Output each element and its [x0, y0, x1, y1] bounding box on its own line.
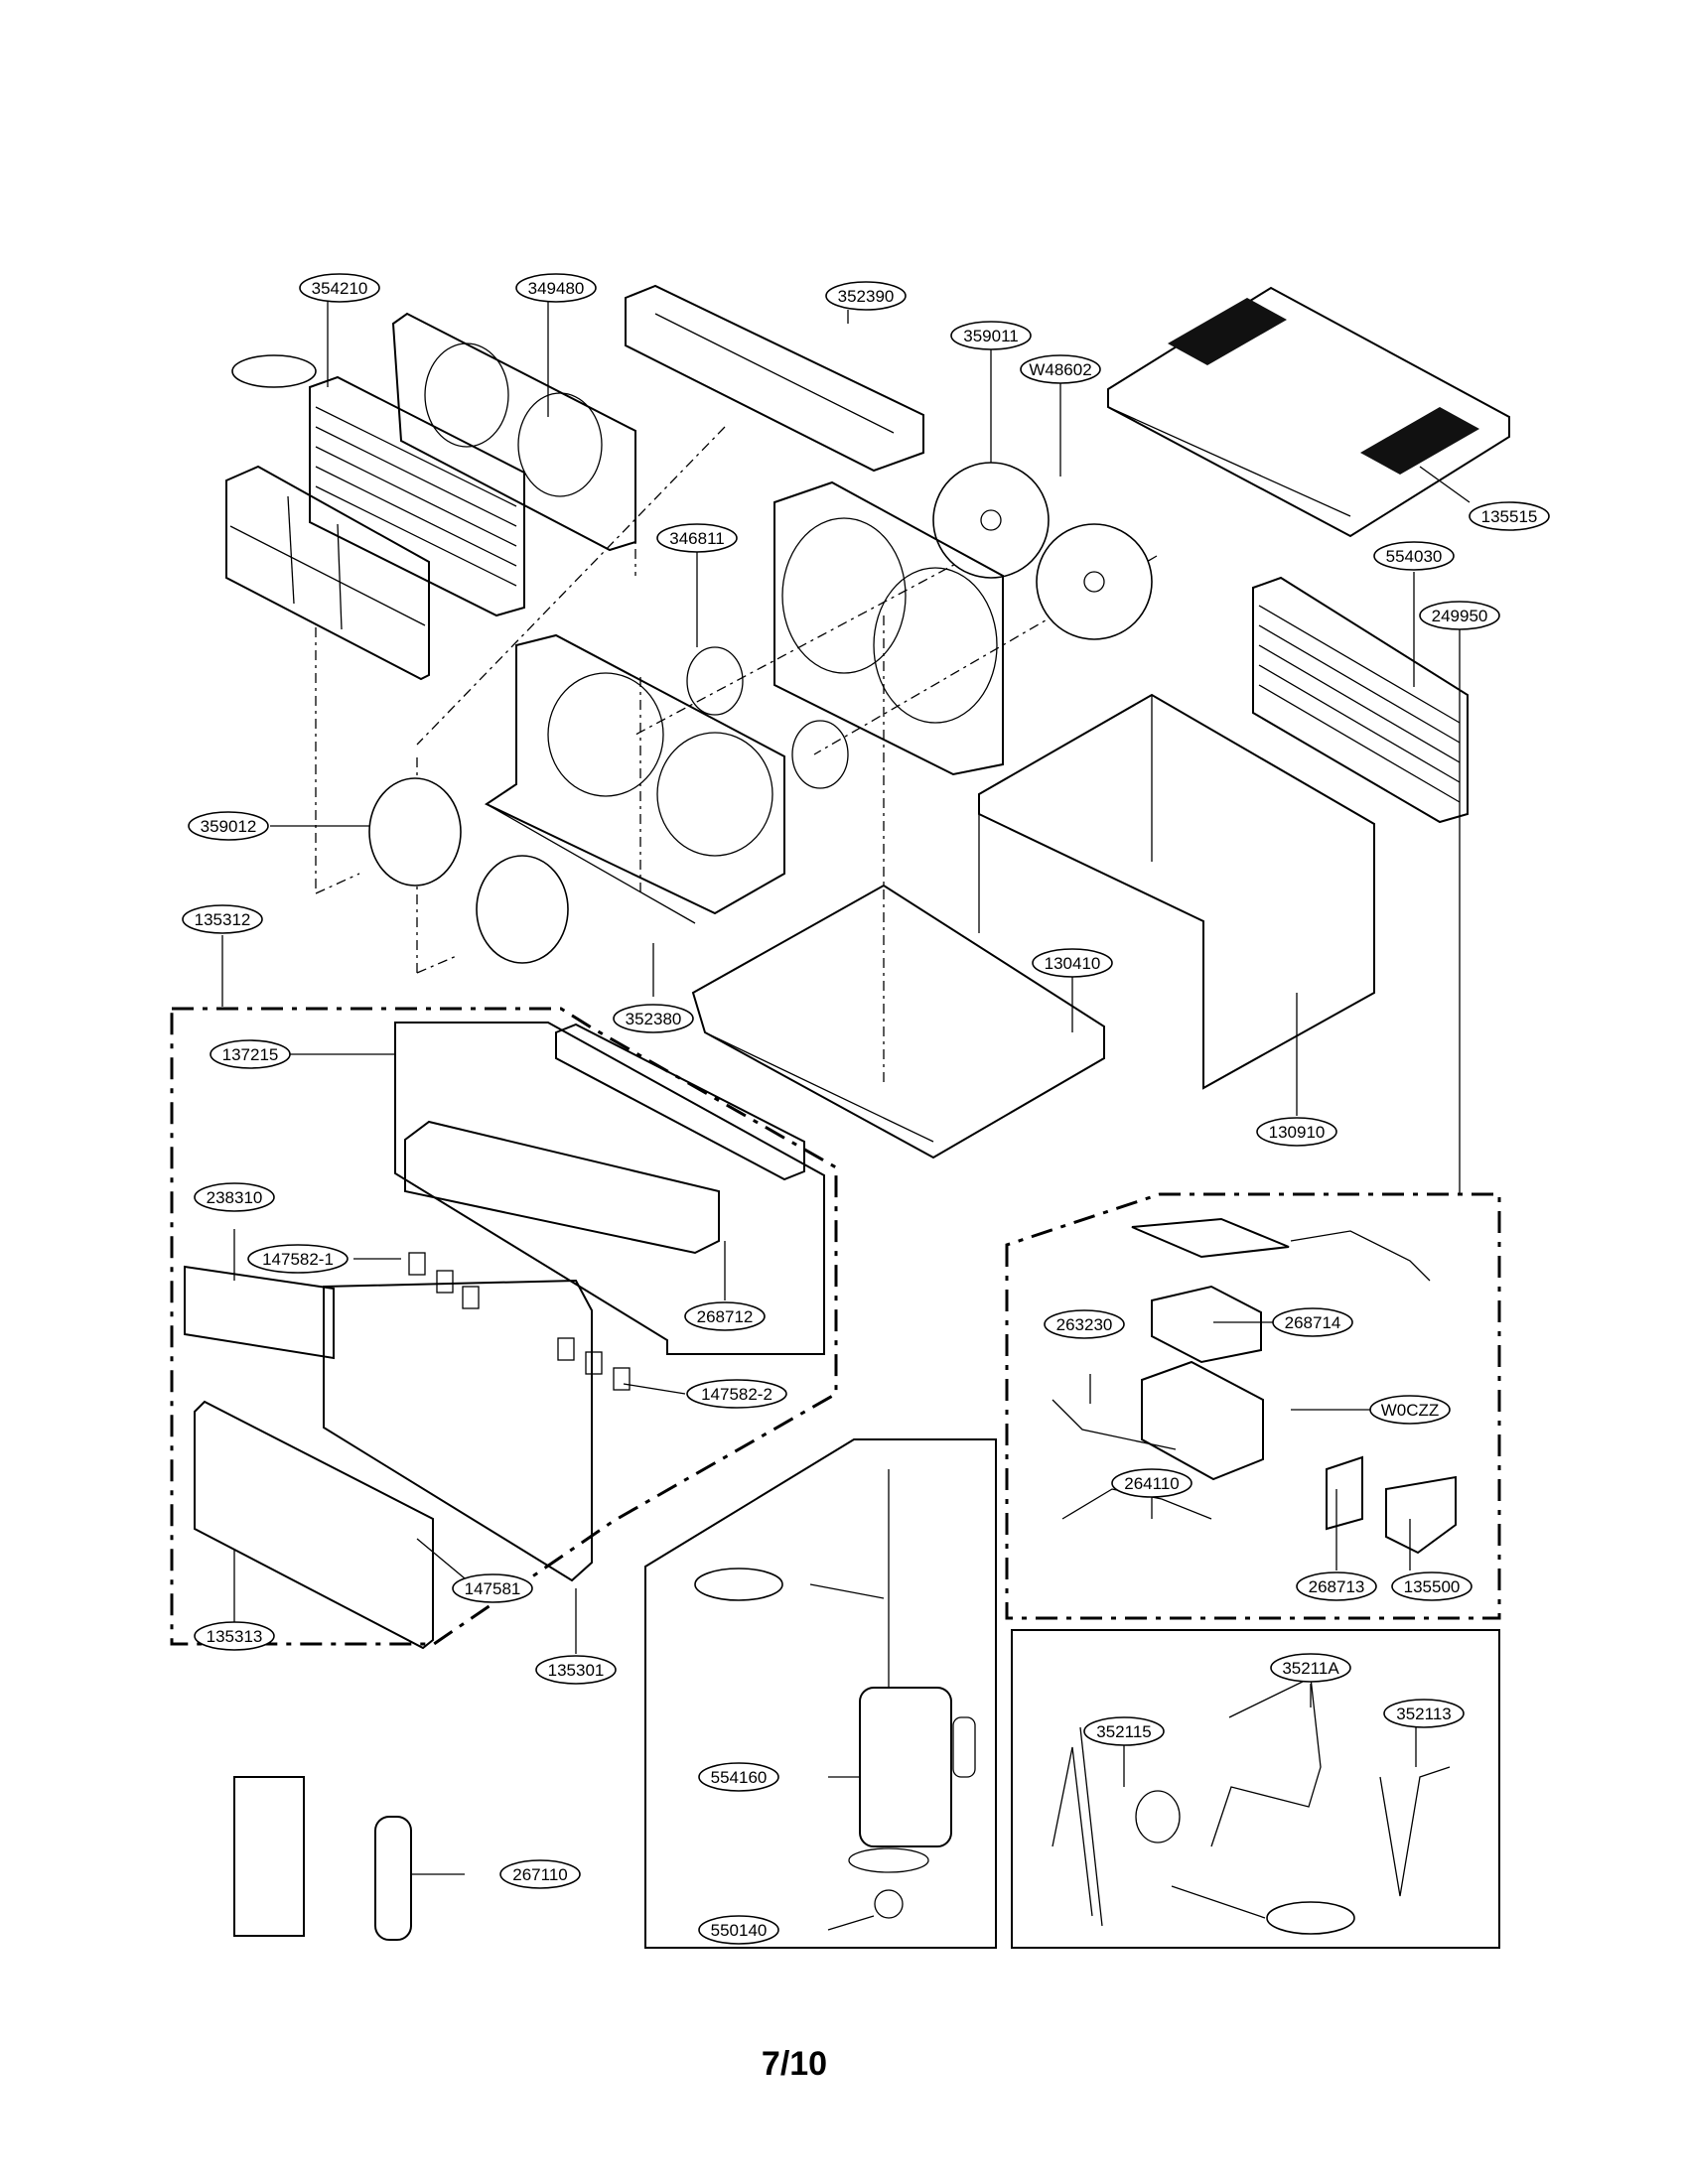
part-label: 349480: [515, 273, 597, 303]
part-label: 147581: [452, 1573, 533, 1603]
svg-text:346811: 346811: [669, 529, 724, 548]
svg-text:135313: 135313: [207, 1627, 263, 1646]
svg-text:238310: 238310: [207, 1188, 263, 1207]
parts-drawing: [184, 284, 1510, 1941]
part-label: 268712: [684, 1301, 766, 1331]
part-label: 268713: [1296, 1571, 1377, 1601]
part-label: 354210: [299, 273, 380, 303]
part-label: 135312: [182, 904, 263, 934]
part-label: 554160: [698, 1762, 779, 1792]
part-label: 554030: [1373, 541, 1455, 571]
svg-text:267110: 267110: [512, 1865, 567, 1884]
blank-label: [1266, 1901, 1355, 1935]
svg-text:135312: 135312: [195, 910, 251, 929]
svg-text:268712: 268712: [697, 1307, 754, 1326]
leader-lines: [221, 302, 1471, 1931]
svg-text:249950: 249950: [1432, 607, 1488, 625]
svg-text:147582-1: 147582-1: [262, 1250, 334, 1269]
svg-text:135500: 135500: [1404, 1577, 1461, 1596]
part-label: 346811: [656, 523, 738, 553]
svg-text:147581: 147581: [465, 1579, 521, 1598]
svg-text:130410: 130410: [1045, 954, 1101, 973]
svg-text:349480: 349480: [528, 279, 585, 298]
part-label: 359011: [950, 321, 1032, 350]
part-label: 352390: [825, 281, 907, 311]
svg-text:352380: 352380: [626, 1010, 682, 1028]
part-label: 550140: [698, 1915, 779, 1945]
svg-text:130910: 130910: [1269, 1123, 1326, 1142]
part-label: 352113: [1383, 1699, 1465, 1728]
part-label: 135515: [1469, 501, 1550, 531]
svg-text:137215: 137215: [222, 1045, 279, 1064]
part-label: 352115: [1083, 1716, 1165, 1746]
part-label: W0CZZ: [1369, 1395, 1451, 1425]
callout-labels: 354210 349480 352390 359011 W48602 13551…: [182, 273, 1550, 1945]
part-label: 352380: [613, 1004, 694, 1033]
svg-text:147582-2: 147582-2: [701, 1385, 772, 1404]
part-label: 264110: [1111, 1468, 1193, 1498]
svg-text:554160: 554160: [711, 1768, 768, 1787]
svg-text:268714: 268714: [1285, 1313, 1341, 1332]
svg-text:263230: 263230: [1056, 1315, 1113, 1334]
part-label: W48602: [1020, 354, 1101, 384]
part-label: 135301: [535, 1655, 617, 1685]
svg-text:35211A: 35211A: [1282, 1659, 1339, 1678]
svg-text:135301: 135301: [548, 1661, 605, 1680]
svg-text:135515: 135515: [1481, 507, 1538, 526]
part-label: 130910: [1256, 1117, 1337, 1147]
svg-text:W48602: W48602: [1029, 360, 1091, 379]
svg-text:352113: 352113: [1396, 1705, 1451, 1723]
page-number: 7/10: [761, 2045, 828, 2083]
part-label: 147582-2: [686, 1379, 787, 1409]
part-label: 238310: [194, 1182, 275, 1212]
svg-text:W0CZZ: W0CZZ: [1381, 1401, 1440, 1420]
part-label: 249950: [1419, 601, 1500, 630]
part-label: 135500: [1391, 1571, 1473, 1601]
svg-text:359011: 359011: [963, 327, 1018, 345]
solid-group-boxes: [394, 1022, 1500, 1949]
part-label: 359012: [188, 811, 269, 841]
svg-text:550140: 550140: [711, 1921, 768, 1940]
svg-text:352115: 352115: [1096, 1722, 1151, 1741]
svg-text:264110: 264110: [1124, 1474, 1179, 1493]
svg-text:354210: 354210: [312, 279, 368, 298]
part-label: 130410: [1032, 948, 1113, 978]
svg-text:352390: 352390: [838, 287, 895, 306]
part-label: 135313: [194, 1621, 275, 1651]
blank-label: [694, 1568, 783, 1601]
part-label: 35211A: [1270, 1653, 1351, 1683]
svg-text:268713: 268713: [1309, 1577, 1365, 1596]
svg-text:359012: 359012: [201, 817, 257, 836]
part-label: 137215: [210, 1039, 291, 1069]
part-label: 263230: [1044, 1309, 1125, 1339]
svg-text:554030: 554030: [1386, 547, 1443, 566]
part-label: 147582-1: [247, 1244, 349, 1274]
blank-label: [231, 354, 317, 388]
part-label: 268714: [1272, 1307, 1353, 1337]
part-label: 267110: [499, 1859, 581, 1889]
